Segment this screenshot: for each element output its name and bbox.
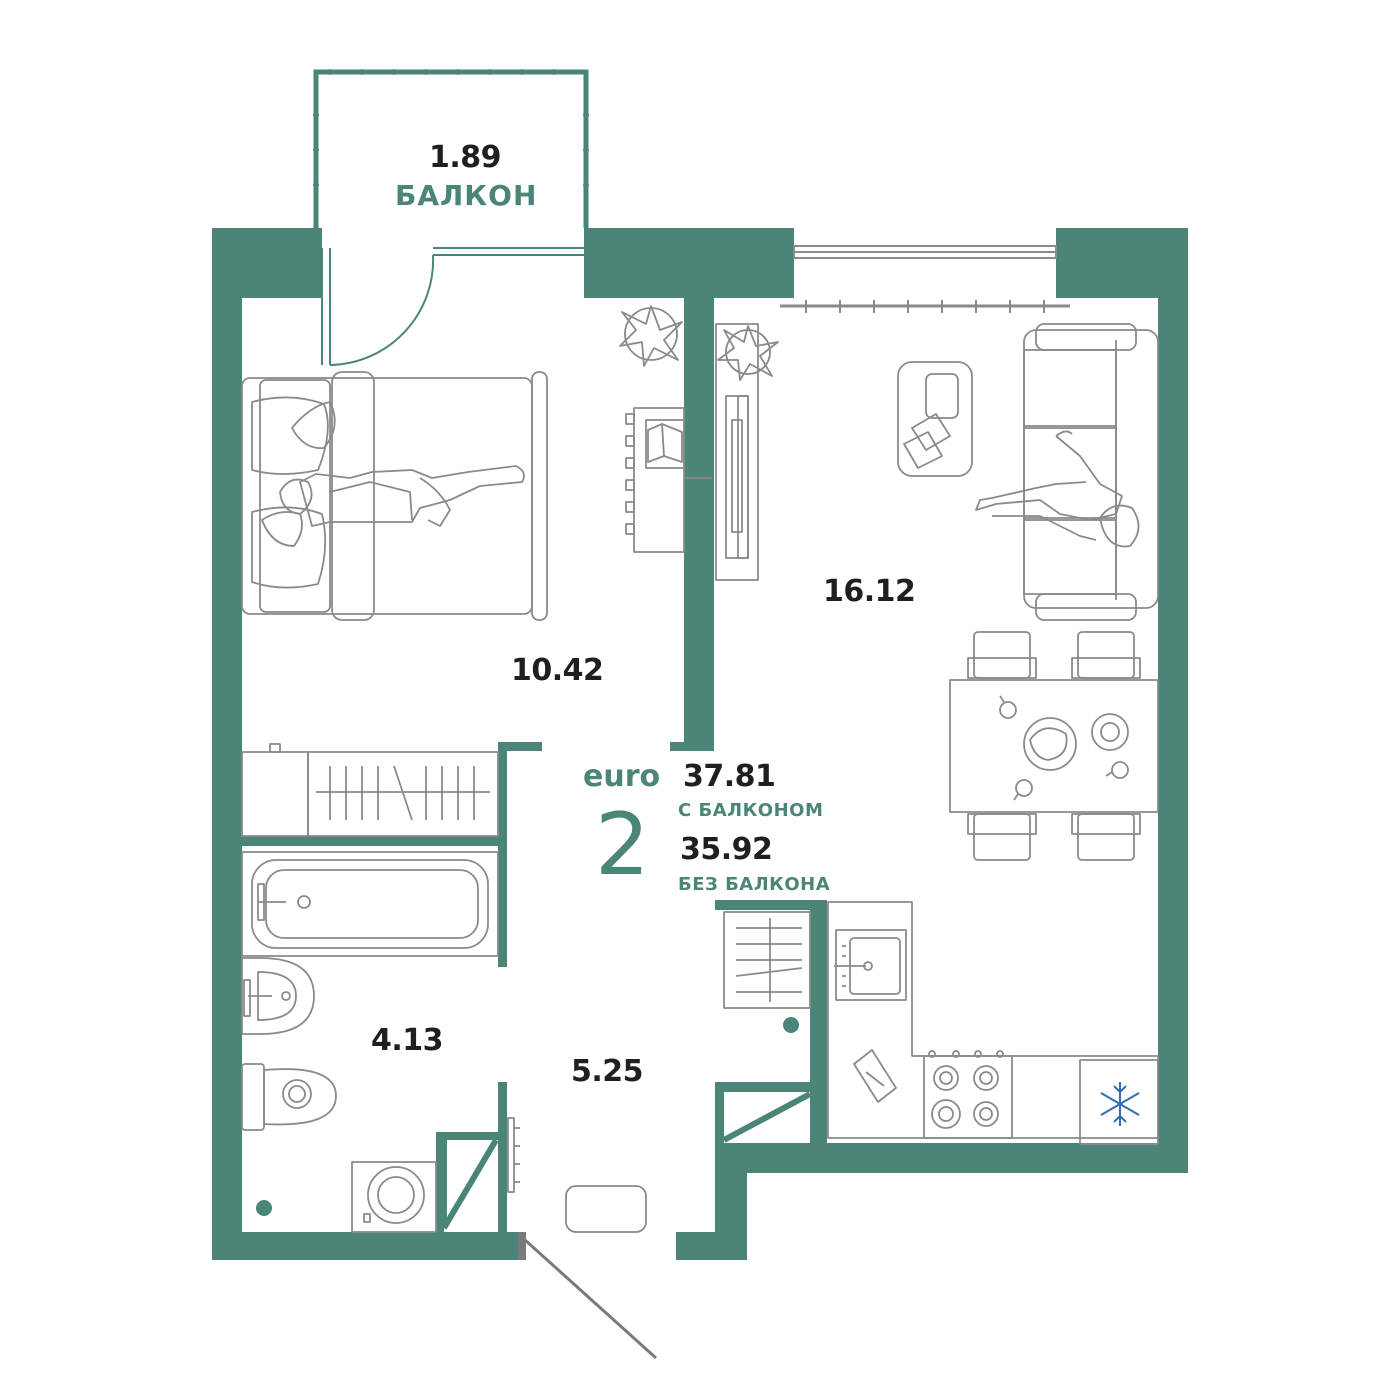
- area-with-balcony: 37.81: [683, 759, 776, 794]
- without-balcony-label: БЕЗ БАЛКОНА: [678, 874, 831, 895]
- kitchen-counter: [827, 901, 1159, 1145]
- walls: [212, 228, 1188, 1260]
- drain-dot: [256, 1200, 272, 1216]
- plant-icon: [619, 305, 779, 381]
- coat-rack: [507, 1117, 520, 1193]
- bedroom-area: 10.42: [511, 653, 604, 688]
- entrance-door: [523, 1238, 658, 1360]
- hall-area: 5.25: [571, 1054, 644, 1089]
- sink: [241, 957, 315, 1035]
- furniture: [241, 305, 1159, 1233]
- toilet: [241, 1063, 337, 1131]
- person-icon: [279, 465, 525, 527]
- flat-type-label: euro: [583, 759, 661, 794]
- person-icon: [975, 430, 1140, 548]
- balcony-name: БАЛКОН: [395, 179, 538, 212]
- kitchen-wardrobe: [723, 911, 811, 1009]
- bed: [241, 371, 548, 621]
- wardrobe: [241, 743, 499, 837]
- drain-dot: [783, 1017, 799, 1033]
- desk: [625, 407, 712, 553]
- balcony-area: 1.89: [429, 140, 502, 175]
- with-balcony-label: С БАЛКОНОМ: [678, 800, 824, 821]
- sofa: [1023, 323, 1159, 621]
- snowflake-icon: [1100, 1082, 1140, 1126]
- living-window: [780, 245, 1070, 313]
- bathtub: [241, 851, 499, 957]
- dining-table: [949, 631, 1159, 861]
- balcony: [313, 69, 589, 366]
- ottoman: [565, 1185, 647, 1233]
- area-without-balcony: 35.92: [680, 832, 773, 867]
- tv-stand: [715, 323, 759, 581]
- bathroom-area: 4.13: [371, 1023, 444, 1058]
- coffee-table: [897, 361, 973, 477]
- washing-machine: [351, 1161, 437, 1233]
- living-area: 16.12: [823, 574, 916, 609]
- rooms-count: 2: [595, 795, 650, 895]
